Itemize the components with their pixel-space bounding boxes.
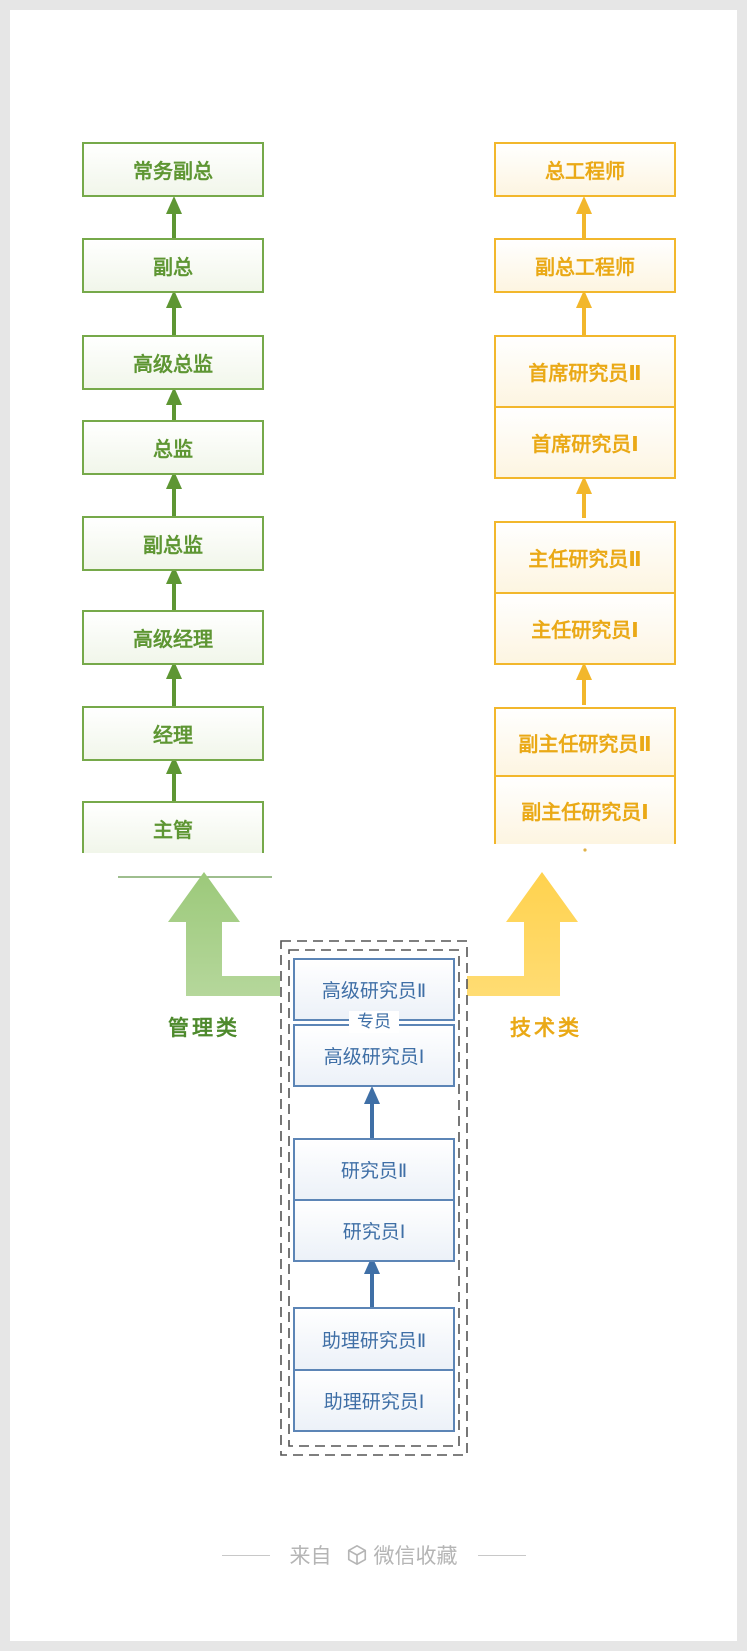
footer: 来自 微信收藏 bbox=[0, 1540, 747, 1570]
footer-line-right bbox=[477, 1554, 526, 1556]
tech-level-7: 副主任研究员Ⅱ bbox=[494, 707, 676, 777]
tech-level-5: 主任研究员Ⅱ bbox=[494, 521, 676, 594]
spec-level-6: 助理研究员Ⅰ bbox=[293, 1369, 455, 1432]
specialist-label: 专员 bbox=[349, 1011, 399, 1033]
spec-level-1: 高级研究员Ⅱ bbox=[293, 958, 455, 1021]
mgmt-level-3: 高级总监 bbox=[82, 335, 264, 390]
mgmt-level-8: 主管 bbox=[82, 801, 264, 853]
mgmt-level-2: 副总 bbox=[82, 238, 264, 293]
mgmt-level-1: 常务副总 bbox=[82, 142, 264, 197]
mgmt-level-4: 总监 bbox=[82, 420, 264, 475]
tech-level-2: 副总工程师 bbox=[494, 238, 676, 293]
mgmt-level-5: 副总监 bbox=[82, 516, 264, 571]
tech-level-8: 副主任研究员Ⅰ bbox=[494, 775, 676, 844]
tech-level-3: 首席研究员Ⅱ bbox=[494, 335, 676, 408]
spec-level-2: 高级研究员Ⅰ bbox=[293, 1024, 455, 1087]
mgmt-level-7: 经理 bbox=[82, 706, 264, 761]
footer-line-left bbox=[221, 1554, 270, 1556]
spec-level-3: 研究员Ⅱ bbox=[293, 1138, 455, 1201]
tech-level-1: 总工程师 bbox=[494, 142, 676, 197]
management-category-label: 管理类 bbox=[168, 1015, 240, 1040]
footer-source[interactable]: 微信收藏 bbox=[373, 1544, 458, 1568]
spec-level-5: 助理研究员Ⅱ bbox=[293, 1307, 455, 1371]
spec-level-4: 研究员Ⅰ bbox=[293, 1199, 455, 1262]
cube-icon bbox=[347, 1545, 366, 1565]
tech-level-6: 主任研究员Ⅰ bbox=[494, 592, 676, 665]
tech-level-4: 首席研究员Ⅰ bbox=[494, 406, 676, 479]
mgmt-level-6: 高级经理 bbox=[82, 610, 264, 665]
footer-prefix: 来自 bbox=[289, 1544, 332, 1568]
technical-category-label: 技术类 bbox=[510, 1015, 582, 1040]
